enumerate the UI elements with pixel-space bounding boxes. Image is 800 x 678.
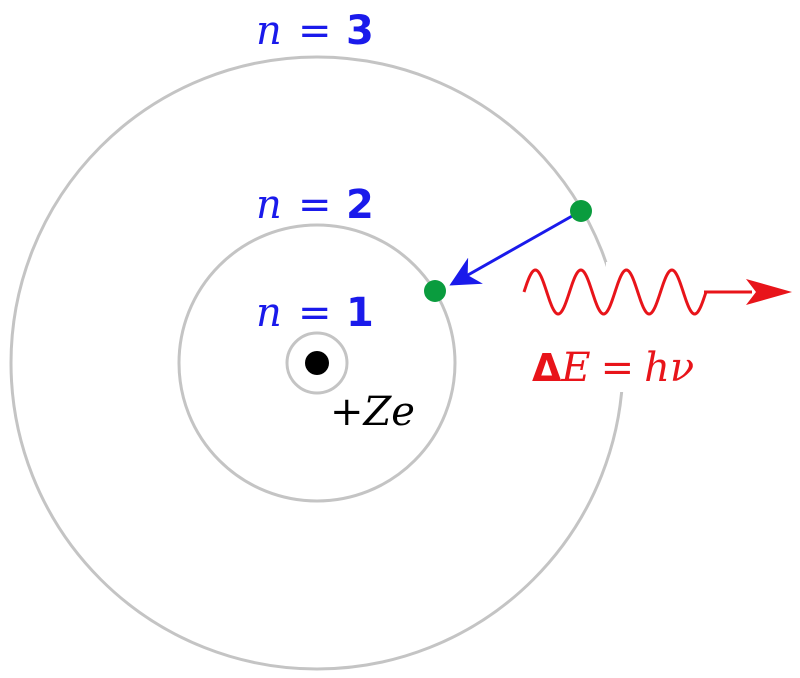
level-label-var: n: [256, 290, 282, 336]
level-label-var: n: [256, 182, 282, 228]
orbit-gap: [606, 262, 636, 392]
level-label-n3: n = 3: [256, 8, 374, 54]
energy-eq: =: [601, 345, 635, 391]
level-label-eq: =: [298, 8, 332, 54]
energy-lhs: E: [560, 345, 590, 391]
photon-energy-label: ΔE=hν: [532, 345, 694, 391]
level-label-eq: =: [298, 182, 332, 228]
electron-dot-initial: [570, 200, 592, 222]
level-label-n2: n = 2: [256, 182, 374, 228]
level-label-num: 1: [346, 290, 374, 336]
electron-dot-final: [424, 280, 446, 302]
photon-arrow-icon: [746, 279, 792, 305]
orbit-n1: [285, 331, 349, 395]
level-label-num: 3: [346, 8, 374, 54]
transition-arrow-icon: [449, 209, 582, 286]
level-label-num: 2: [346, 182, 374, 228]
energy-rhs: hν: [644, 345, 694, 391]
level-label-var: n: [256, 8, 282, 54]
photon-wave-icon: [522, 268, 708, 316]
nucleus-dot: [305, 351, 329, 375]
nucleus-charge-label: +Ze: [330, 389, 415, 435]
level-label-eq: =: [298, 290, 332, 336]
energy-delta: Δ: [532, 346, 562, 390]
level-label-n1: n = 1: [256, 290, 374, 336]
orbit-n2: [177, 223, 457, 503]
